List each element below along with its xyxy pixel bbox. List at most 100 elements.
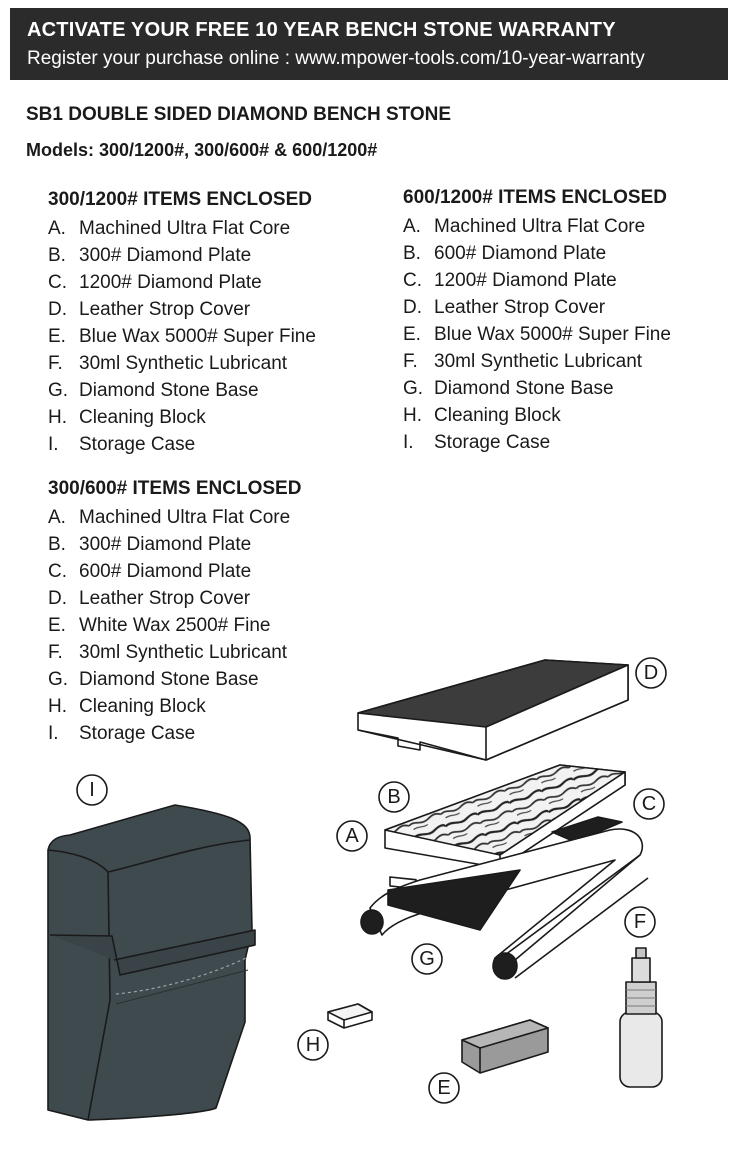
warranty-headline: ACTIVATE YOUR FREE 10 YEAR BENCH STONE W… [27,19,616,41]
item-text: 600# Diamond Plate [434,243,607,264]
item-letter: E. [403,324,421,345]
item-letter: G. [403,378,424,399]
list-item: I. Storage Case [48,720,301,747]
item-text: Cleaning Block [434,405,561,426]
list-item: E. Blue Wax 5000# Super Fine [48,323,316,350]
item-text: Machined Ultra Flat Core [79,218,291,239]
list-item: E. Blue Wax 5000# Super Fine [403,321,671,348]
callout-g: G [411,943,443,975]
item-text: Leather Strop Cover [79,299,251,320]
svg-text:C: C [642,793,656,815]
item-letter: A. [48,507,66,528]
wax-bar [461,1019,549,1074]
item-letter: F. [48,353,63,374]
list-item: E. White Wax 2500# Fine [48,612,301,639]
list-item: F.30ml Synthetic Lubricant [48,639,301,666]
list-item: G. Diamond Stone Base [48,666,301,693]
item-letter: G. [48,669,69,690]
item-text: Cleaning Block [79,696,206,717]
item-letter: G. [48,380,69,401]
item-text: Blue Wax 5000# Super Fine [434,324,671,345]
svg-text:A: A [345,825,359,847]
item-text: White Wax 2500# Fine [79,615,271,636]
list-heading: 300/600# ITEMS ENCLOSED [48,478,302,499]
item-letter: D. [48,299,67,320]
list-heading: 600/1200# ITEMS ENCLOSED [403,187,667,208]
callout-b: B [378,781,410,813]
item-text: 600# Diamond Plate [79,561,252,582]
item-letter: H. [48,696,67,717]
warranty-banner: ACTIVATE YOUR FREE 10 YEAR BENCH STONE W… [10,8,728,80]
list-item: D. Leather Strop Cover [48,585,301,612]
diamond-stone-base [360,828,649,980]
item-letter: F. [403,351,418,372]
callout-d: D [635,657,667,689]
item-letter: B. [48,534,66,555]
item-text: Machined Ultra Flat Core [434,216,646,237]
list-item: I. Storage Case [403,429,671,456]
cleaning-block [327,1003,373,1029]
item-text: Storage Case [434,432,551,453]
item-letter: E. [48,615,66,636]
item-letter: A. [48,218,66,239]
items-list-300-1200: 300/1200# ITEMS ENCLOSED A.Machined Ultr… [48,187,316,458]
item-text: Leather Strop Cover [79,588,251,609]
item-text: Cleaning Block [79,407,206,428]
item-text: Diamond Stone Base [79,669,259,690]
svg-text:H: H [306,1034,320,1056]
item-letter: C. [48,561,67,582]
item-letter: B. [403,243,421,264]
svg-text:I: I [89,779,95,801]
list-item: C. 600# Diamond Plate [48,558,301,585]
models-line: Models: 300/1200#, 300/600# & 600/1200# [26,140,378,160]
svg-text:B: B [387,786,400,808]
item-letter: I. [48,723,59,744]
item-text: Diamond Stone Base [434,378,614,399]
list-item: F.30ml Synthetic Lubricant [48,350,316,377]
list-item: D. Leather Strop Cover [48,296,316,323]
list-item: B. 600# Diamond Plate [403,240,671,267]
item-text: Diamond Stone Base [79,380,259,401]
item-letter: D. [48,588,67,609]
diamond-plate-and-core [384,764,626,905]
items-list-600-1200: 600/1200# ITEMS ENCLOSED A. Machined Ultr… [403,185,671,456]
list-item: A. Machined Ultra Flat Core [48,215,316,242]
svg-text:D: D [644,662,658,684]
item-text: Storage Case [79,723,196,744]
list-item: H. Cleaning Block [403,402,671,429]
lubricant-bottle [619,947,663,1088]
item-text: Blue Wax 5000# Super Fine [79,326,316,347]
callout-c: C [633,788,665,820]
item-letter: A. [403,216,421,237]
item-letter: I. [403,432,414,453]
items-list-300-600: 300/600# ITEMS ENCLOSED A.Machined Ultra… [48,476,301,747]
item-letter: C. [48,272,67,293]
list-item: H.Cleaning Block [48,404,316,431]
item-letter: B. [48,245,66,266]
item-letter: F. [48,642,63,663]
item-letter: E. [48,326,66,347]
list-item: C. 1200# Diamond Plate [403,267,671,294]
list-item: G. Diamond Stone Base [48,377,316,404]
callout-h: H [297,1029,329,1061]
list-item: B.300# Diamond Plate [48,531,301,558]
list-item: A.Machined Ultra Flat Core [48,504,301,531]
callout-f: F [624,906,656,938]
item-letter: C. [403,270,422,291]
warranty-register-line: Register your purchase online : www.mpow… [27,48,645,69]
item-text: 1200# Diamond Plate [434,270,617,291]
callout-i: I [76,774,108,806]
item-letter: H. [403,405,422,426]
list-item: A. Machined Ultra Flat Core [403,213,671,240]
item-text: 1200# Diamond Plate [79,272,262,293]
list-item: B.300# Diamond Plate [48,242,316,269]
item-letter: I. [48,434,59,455]
list-item: F.30ml Synthetic Lubricant [403,348,671,375]
storage-case [47,804,256,1121]
item-letter: D. [403,297,422,318]
list-item: H. Cleaning Block [48,693,301,720]
item-text: Leather Strop Cover [434,297,606,318]
item-text: Storage Case [79,434,196,455]
list-item: I. Storage Case [48,431,316,458]
